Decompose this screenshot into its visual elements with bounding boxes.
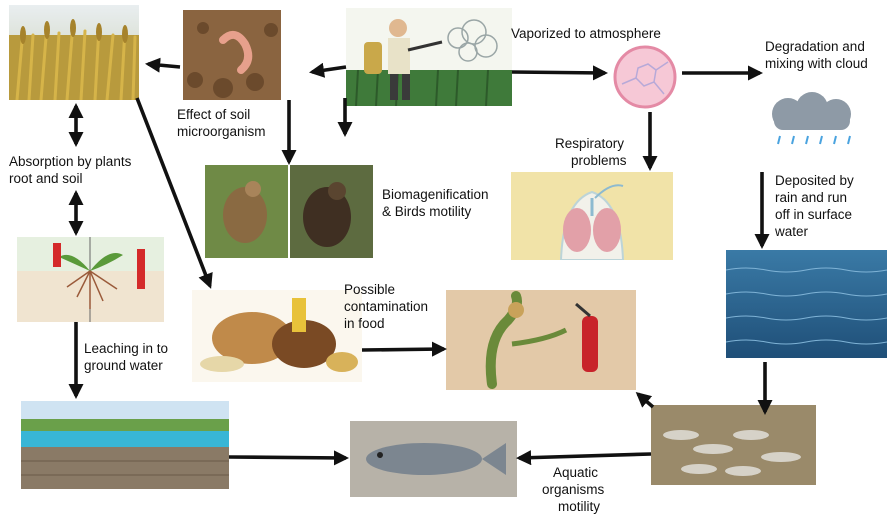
arrow-food-to-human xyxy=(362,349,444,350)
label-biomag-line1: Biomagenification xyxy=(382,187,489,203)
label-absorption-line2: root and soil xyxy=(9,171,83,187)
respiratory-lungs-image xyxy=(511,172,673,260)
ground-water-image xyxy=(21,401,229,489)
label-soil-effect-line1: Effect of soil xyxy=(177,107,250,123)
birds-image xyxy=(205,165,373,258)
label-deposited-line1: Deposited by xyxy=(775,173,854,189)
label-absorption-line1: Absorption by plants xyxy=(9,154,131,170)
label-deposited-line4: water xyxy=(775,224,808,240)
label-vaporized: Vaporized to atmosphere xyxy=(511,26,661,42)
label-aquatic-line3: motility xyxy=(558,499,600,515)
label-biomag-line2: & Birds motility xyxy=(382,204,471,220)
label-deposited-line3: off in surface xyxy=(775,207,852,223)
food-bread-image xyxy=(192,290,362,382)
fish-image xyxy=(350,421,517,497)
arrow-farmer-to-soil xyxy=(312,67,346,72)
label-degradation-line1: Degradation and xyxy=(765,39,865,55)
label-leaching-line2: ground water xyxy=(84,358,163,374)
label-aquatic-line1: Aquatic xyxy=(553,465,598,481)
label-contamination-line3: in food xyxy=(344,316,385,332)
label-respiratory-line2: problems xyxy=(571,153,627,169)
surface-water-image xyxy=(726,250,887,358)
label-leaching-line1: Leaching in to xyxy=(84,341,168,357)
arrow-groundwater-to-fish xyxy=(229,457,346,458)
wheat-field-image xyxy=(9,5,139,100)
label-respiratory-line1: Respiratory xyxy=(555,136,624,152)
human-contamination-image xyxy=(446,290,636,390)
soil-worm-image xyxy=(183,10,281,100)
arrow-soil-to-wheat xyxy=(148,64,180,67)
farmer-spraying-image xyxy=(346,8,512,106)
label-degradation-line2: mixing with cloud xyxy=(765,56,868,72)
arrow-farmer-to-molecule xyxy=(512,72,605,73)
plant-root-image xyxy=(17,237,164,322)
dead-fish-image xyxy=(651,405,816,485)
label-soil-effect-line2: microorganism xyxy=(177,124,266,140)
label-aquatic-line2: organisms xyxy=(542,482,604,498)
molecule-image xyxy=(608,40,682,114)
label-contamination-line1: Possible xyxy=(344,282,395,298)
arrow-deadfish-to-fish xyxy=(519,454,651,458)
rain-cloud-image xyxy=(752,92,874,152)
label-contamination-line2: contamination xyxy=(344,299,428,315)
label-deposited-line2: rain and run xyxy=(775,190,847,206)
